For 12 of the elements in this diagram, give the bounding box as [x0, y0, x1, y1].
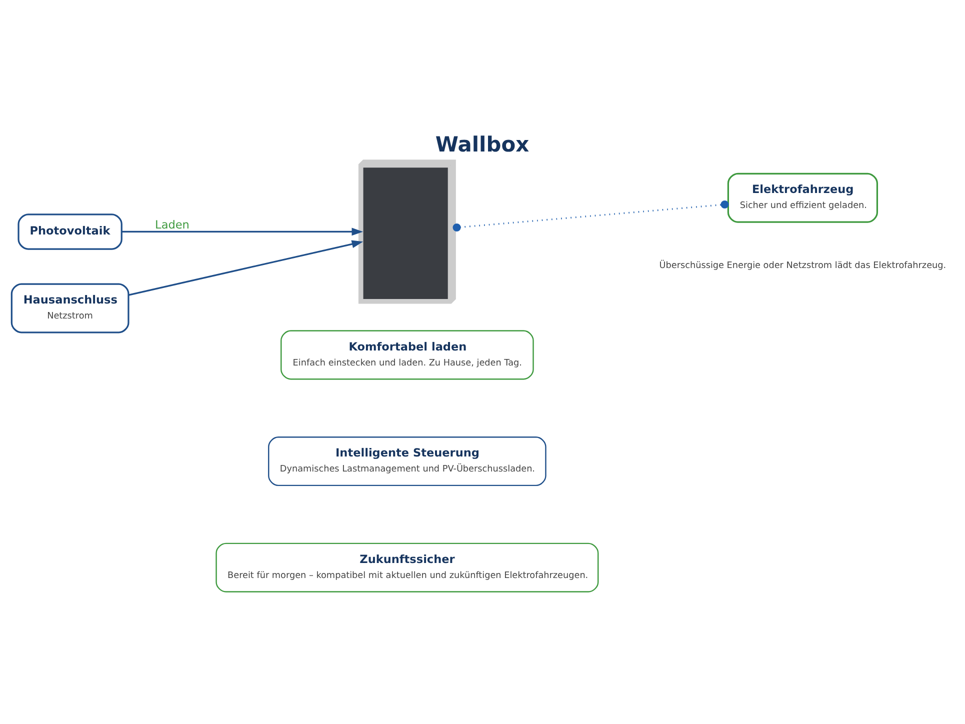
arrow [122, 228, 364, 236]
node-box: Elektrofahrzeug Sicher und effizient geladen. [727, 172, 878, 223]
connector [452, 200, 729, 232]
node-box: Komfortabel laden Einfach einstecken und laden. Zu Hause, jeden Tag. [280, 330, 534, 380]
label: Überschüssige Energie oder Netzstrom lädt das Elektrofahrzeug. [659, 260, 946, 271]
node-box: Photovoltaik [18, 214, 122, 250]
diagram-title: Wallbox [435, 132, 530, 156]
node-box: Hausanschluss Netzstrom [10, 283, 130, 334]
arrow [128, 240, 364, 296]
edge-label: Laden [155, 218, 190, 232]
node-box: Intelligente Steuerung Dynamisches Lastmanagement und PV-Überschussladen. [268, 436, 546, 486]
node-box: Zukunftssicher Bereit für morgen – kompatibel mit aktuellen und zukünftigen Elektrofahrzeugen. [216, 542, 599, 592]
